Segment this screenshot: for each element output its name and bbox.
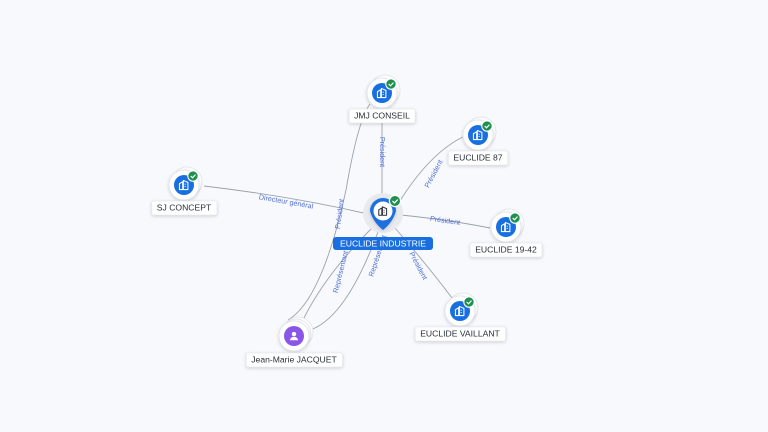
node-label-bg [448, 150, 509, 166]
node-label-bg [245, 352, 343, 368]
verified-badge [187, 170, 199, 182]
node-label: EUCLIDE INDUSTRIE [340, 238, 426, 248]
edge-euclide-industrie-euclide-19-42 [400, 214, 491, 229]
node-jean-marie-jacquet[interactable]: Jean-Marie JACQUET [245, 316, 343, 368]
check-icon [484, 124, 490, 129]
edge-label: Directeur général [258, 192, 314, 211]
node-label: EUCLIDE VAILLANT [420, 328, 500, 338]
edge-jean-marie-jacquet-euclide-industrie [309, 231, 379, 331]
node-label: Jean-Marie JACQUET [251, 354, 337, 364]
edge-label: Président [333, 198, 346, 229]
node-euclide-87[interactable]: EUCLIDE 87 [448, 116, 509, 166]
node-euclide-19-42[interactable]: EUCLIDE 19-42 [469, 208, 543, 258]
node-sj-concept[interactable]: SJ CONCEPT [151, 166, 218, 216]
verified-badge [385, 78, 397, 90]
pin-inner [373, 201, 393, 221]
node-label: JMJ CONSEIL [354, 110, 410, 120]
node-label-bg [414, 326, 506, 342]
check-icon [466, 300, 472, 305]
edge-sj-concept-euclide-industrie [203, 185, 369, 215]
node-label: EUCLIDE 19-42 [475, 244, 537, 254]
edge-label: Président [378, 137, 387, 167]
verified-badge [509, 212, 521, 224]
check-icon [190, 174, 196, 179]
edge-label: Président [422, 158, 444, 189]
check-icon [512, 216, 518, 221]
check-icon [388, 82, 394, 87]
main-label-bg [333, 237, 433, 250]
node-label-bg [151, 200, 218, 216]
verified-badge [463, 296, 475, 308]
node-label: SJ CONCEPT [157, 202, 212, 212]
node-euclide-vaillant[interactable]: EUCLIDE VAILLANT [414, 292, 506, 342]
node-jmj-conseil[interactable]: JMJ CONSEIL [348, 74, 416, 124]
edge-euclide-industrie-euclide-87 [397, 135, 466, 205]
verified-badge [481, 120, 493, 132]
edge-label: Président [429, 214, 460, 227]
node-euclide-industrie[interactable]: EUCLIDE INDUSTRIE [333, 193, 433, 250]
node-label: EUCLIDE 87 [453, 152, 502, 162]
nodes-layer: EUCLIDE INDUSTRIE JMJ CONSEIL EUCLIDE 87 SJ… [151, 74, 543, 368]
verified-badge [388, 194, 402, 208]
check-icon [392, 199, 399, 204]
node-label-bg [348, 108, 416, 124]
node-label-bg [469, 242, 543, 258]
edge-euclide-industrie-euclide-vaillant [394, 227, 453, 299]
